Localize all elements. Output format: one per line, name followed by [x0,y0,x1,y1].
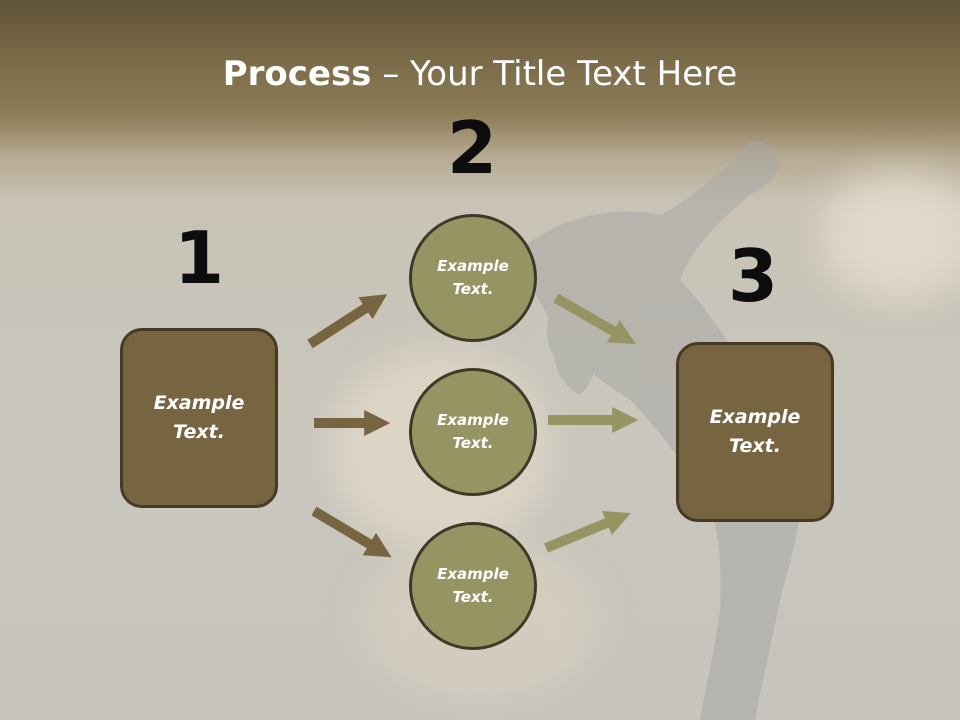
step-number-3: 3 [727,234,779,318]
arrow-1-to-2-top [307,294,388,349]
title-rest: – Your Title Text Here [371,54,738,94]
step-2-circle-top-text: Example Text. [437,257,509,298]
cloud-decoration [820,170,960,300]
arrow-2-top-to-3 [553,293,636,345]
step-2-circle-middle-text: Example Text. [437,411,509,452]
step-1-text: Example Text. [153,392,245,443]
step-3-box: Example Text. [676,342,834,522]
step-number-1: 1 [173,216,225,300]
step-2-circle-top: Example Text. [409,214,537,342]
slide-title: Process – Your Title Text Here [0,50,960,98]
arrow-2-bottom-to-3 [544,510,631,553]
step-2-circle-middle: Example Text. [409,368,537,496]
step-2-circle-bottom-text: Example Text. [437,565,509,606]
title-bold: Process [222,54,372,94]
step-3-text: Example Text. [709,406,801,457]
step-2-circle-bottom: Example Text. [409,522,537,650]
arrow-1-to-2-bottom [311,506,392,558]
step-number-2: 2 [446,106,498,190]
step-1-box: Example Text. [120,328,278,508]
